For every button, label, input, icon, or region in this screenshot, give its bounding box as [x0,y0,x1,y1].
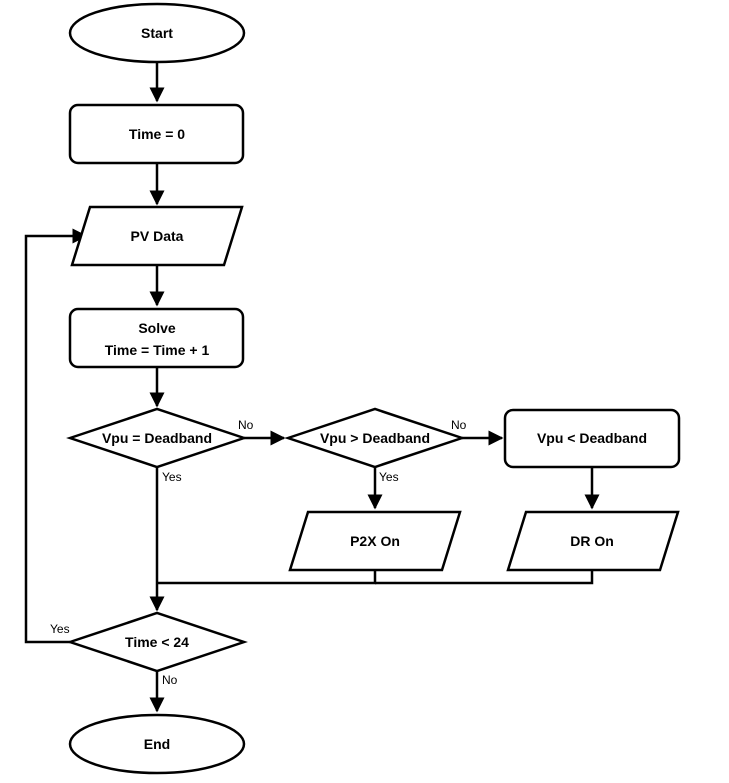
node-start-label: Start [141,25,173,41]
node-dec-equal-label: Vpu = Deadband [102,430,212,446]
edge-label-time-yes: Yes [50,622,70,636]
node-dec-greater-label: Vpu > Deadband [320,430,430,446]
node-p2x: P2X On [288,510,462,572]
node-time0-label: Time = 0 [129,126,185,142]
node-start: Start [68,2,246,64]
edge-dr-merge [375,570,594,585]
node-solve: Solve Time = Time + 1 [68,307,245,369]
edge-label-time-no: No [162,673,178,687]
node-dec-greater: Vpu > Deadband [284,407,466,469]
node-solve-label-2: Time = Time + 1 [105,342,210,358]
node-dec-equal: Vpu = Deadband [66,407,248,469]
edge-label-greater-yes: Yes [379,470,399,484]
node-dec-time-label: Time < 24 [125,634,189,650]
node-dec-time: Time < 24 [66,611,248,673]
node-dr-label: DR On [570,533,614,549]
edge-label-equal-yes: Yes [162,470,182,484]
edge-label-greater-no: No [451,418,467,432]
node-pvdata: PV Data [70,205,244,267]
edge-time-yes-loop [24,228,88,644]
node-box-less-label: Vpu < Deadband [537,430,647,446]
edge-p2x-merge [157,570,377,585]
node-pvdata-label: PV Data [131,228,184,244]
node-time0: Time = 0 [68,103,245,165]
node-dr: DR On [506,510,680,572]
node-p2x-label: P2X On [350,533,400,549]
node-solve-label-1: Solve [138,320,176,336]
node-end-label: End [144,736,170,752]
node-box-less: Vpu < Deadband [503,408,681,469]
node-end: End [68,713,246,775]
edge-label-equal-no: No [238,418,254,432]
